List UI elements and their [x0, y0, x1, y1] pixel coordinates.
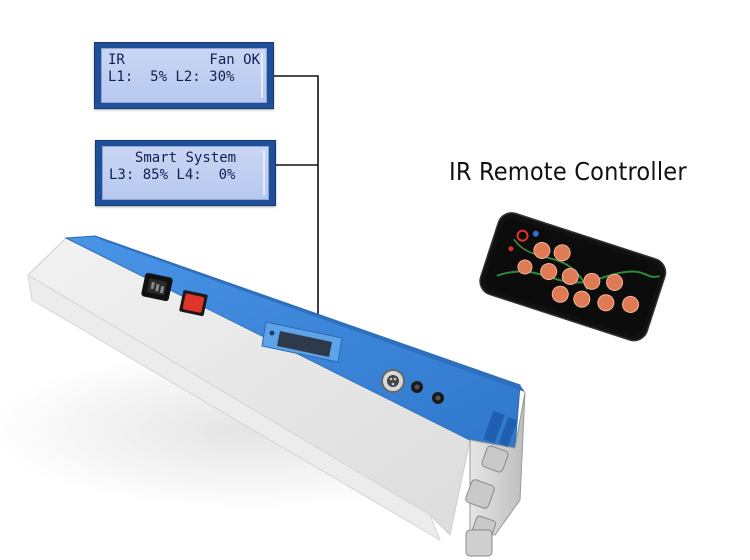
lcd-mode-text: IR [108, 52, 125, 68]
lcd-status-panel-2: Smart System L3: 85% L4: 0% [95, 140, 276, 206]
lcd-system-name: Smart System [134, 150, 237, 166]
lcd-row-2: L3: 85% L4: 0% [109, 167, 262, 184]
lcd-levels-l1-l2: L1: 5% L2: 30% [108, 69, 235, 85]
lcd-screen-1: IR Fan OK L1: 5% L2: 30% [101, 48, 267, 103]
power-switch[interactable] [179, 290, 208, 317]
housing-lcd [261, 321, 343, 363]
reflector-lower [27, 274, 442, 542]
callout-lines [274, 75, 319, 324]
lcd-row-1: Smart System [109, 150, 262, 167]
aviation-connector [381, 369, 405, 393]
lcd-screen-2: Smart System L3: 85% L4: 0% [102, 146, 269, 200]
remote-title: IR Remote Controller [449, 157, 687, 186]
lcd-levels-l3-l4: L3: 85% L4: 0% [109, 167, 236, 183]
blue-housing-front [95, 236, 525, 392]
lcd-row-1: IR Fan OK [108, 52, 260, 69]
control-button-1[interactable] [411, 381, 423, 393]
lcd-status-panel-1: IR Fan OK L1: 5% L2: 30% [94, 42, 274, 109]
ir-remote [479, 212, 667, 342]
control-button-2[interactable] [432, 392, 444, 404]
power-socket [141, 272, 173, 302]
lcd-row-2: L1: 5% L2: 30% [108, 69, 260, 86]
end-cap-heatsink [465, 391, 526, 557]
lcd-fan-status: Fan OK [209, 52, 260, 68]
